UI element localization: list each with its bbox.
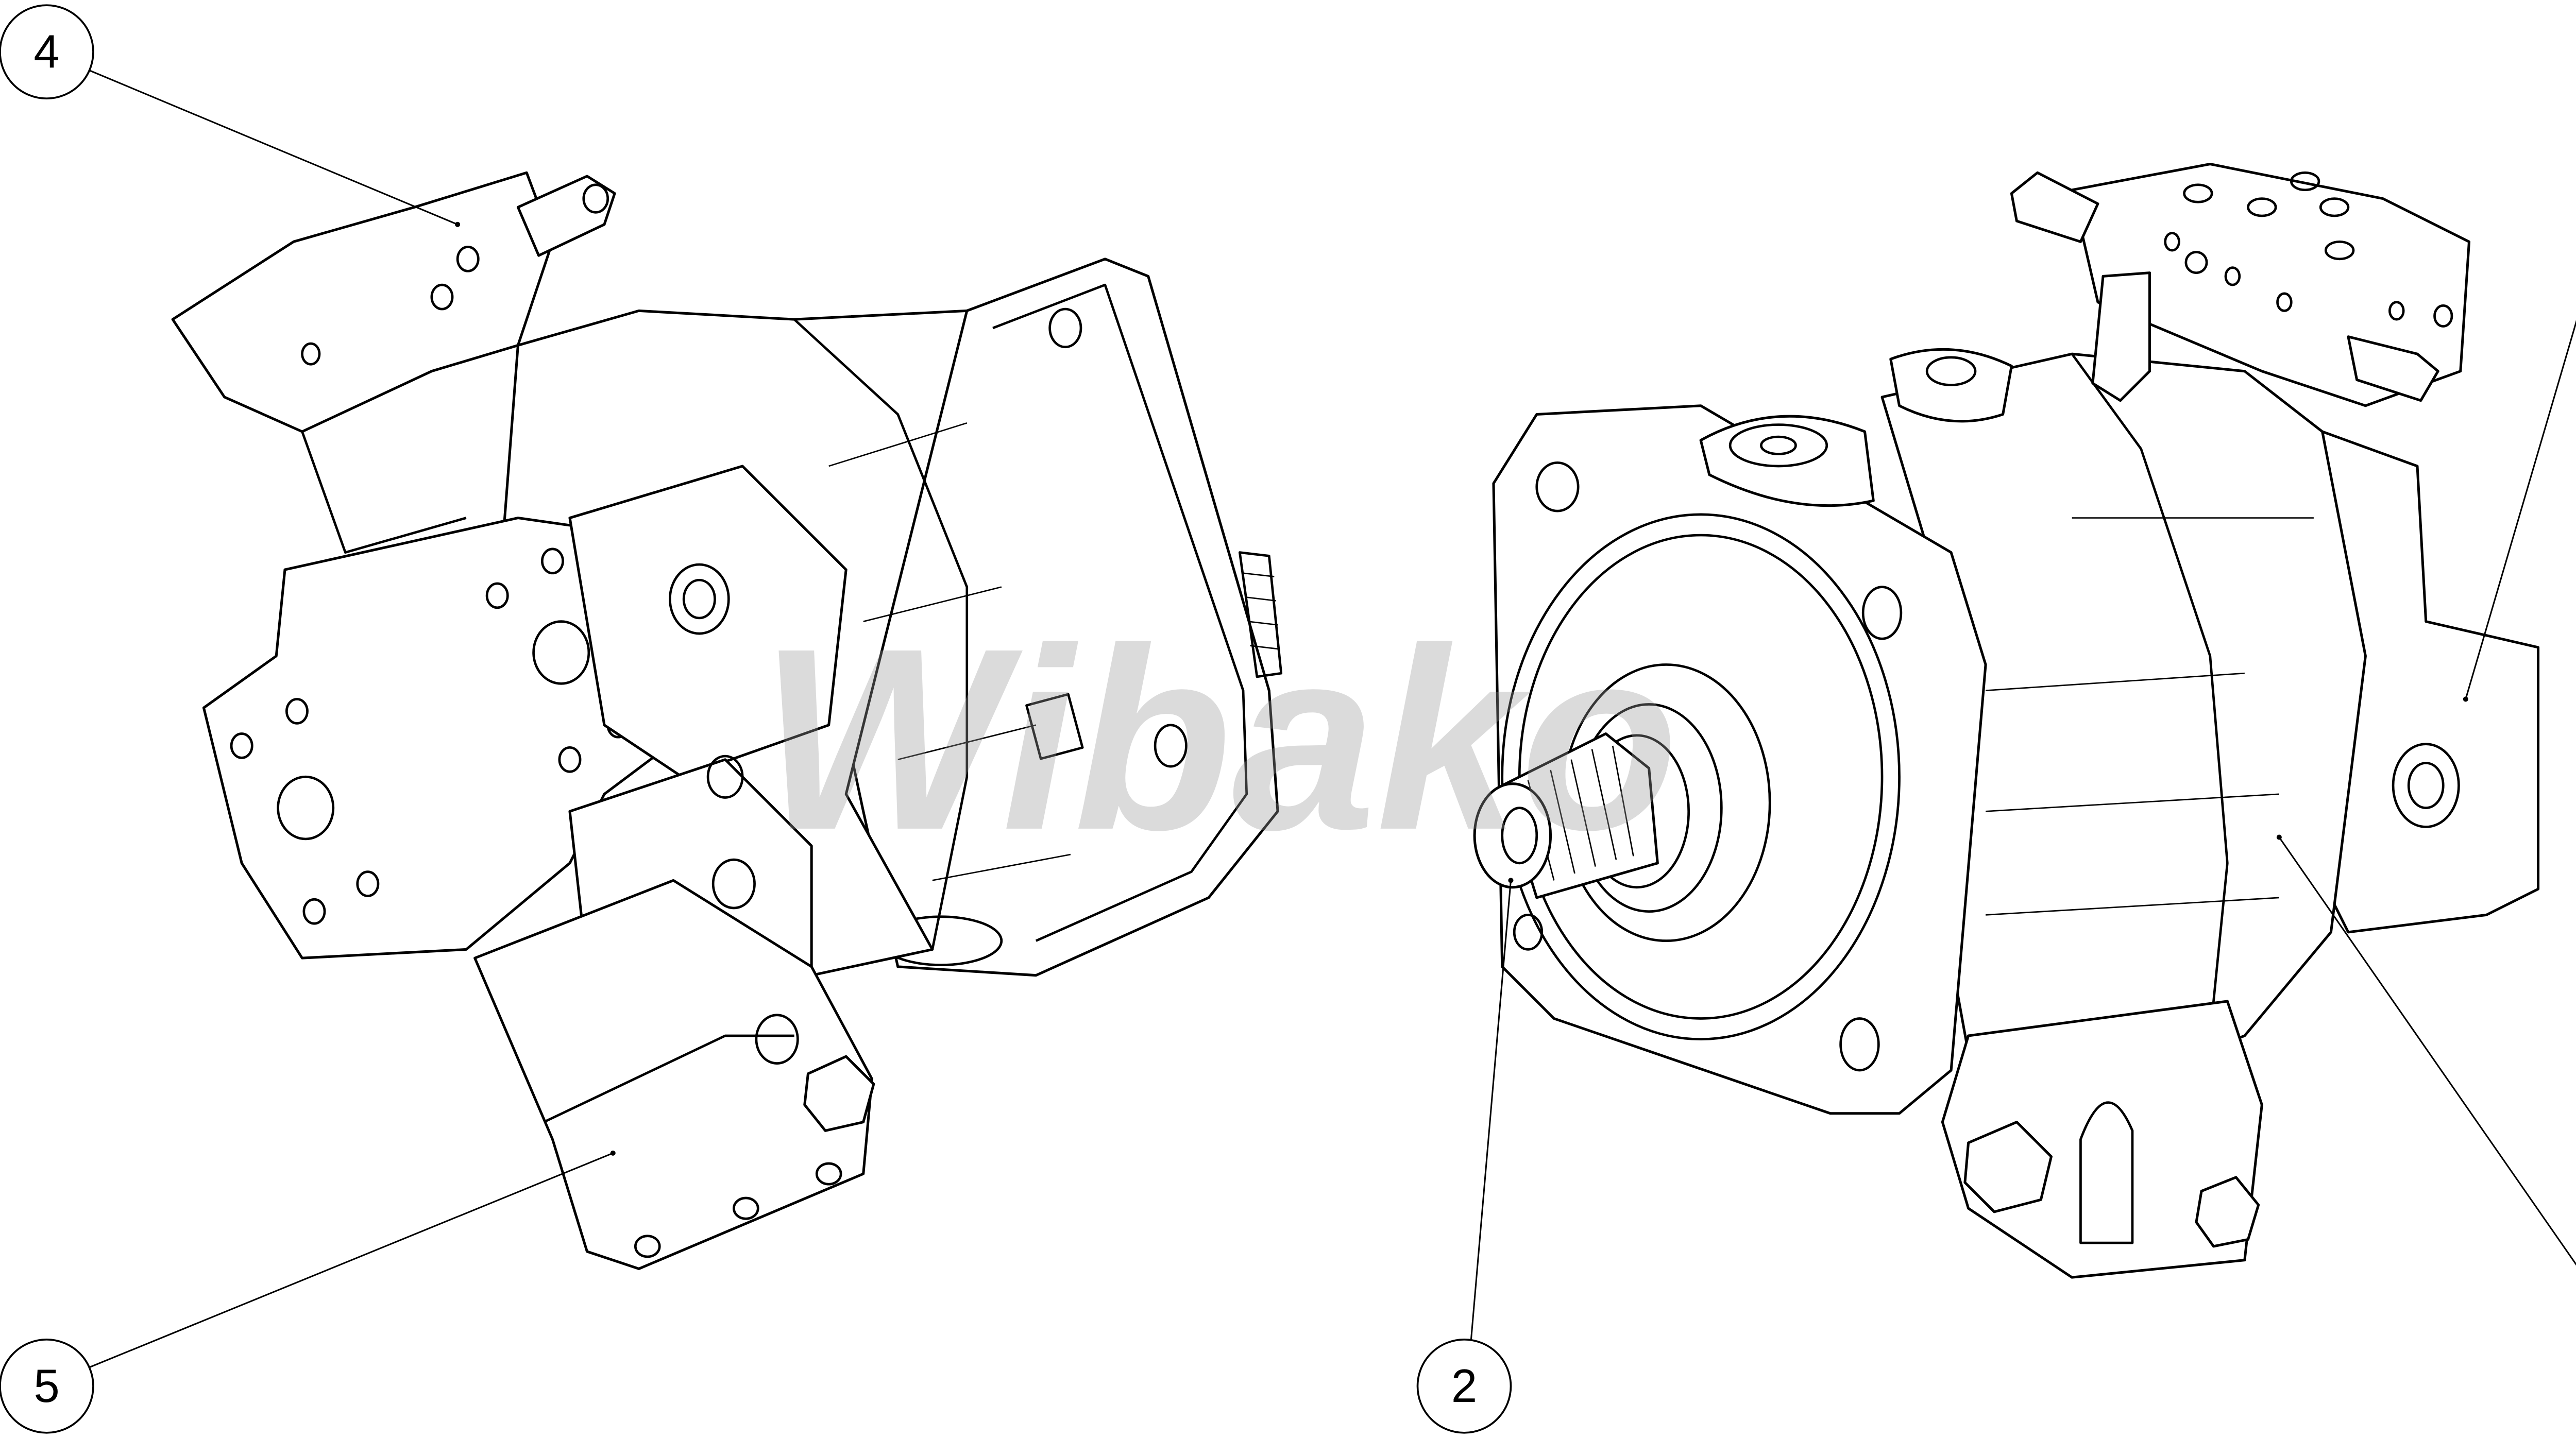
callout-4: 4 <box>0 4 94 99</box>
left-hydraulic-motor <box>171 171 1283 1270</box>
leader-dot-5 <box>610 1150 616 1156</box>
callout-5: 5 <box>0 1339 94 1434</box>
leader-line-5 <box>89 1152 614 1368</box>
leader-lines <box>86 68 2576 1368</box>
callout-label: 5 <box>33 1360 59 1412</box>
leader-line-3 <box>2465 320 2576 699</box>
callout-2: 2 <box>1416 1338 1512 1434</box>
leader-line-4 <box>86 68 458 226</box>
leader-dot-2 <box>1508 878 1514 883</box>
right-hydraulic-motor <box>1473 163 2540 1279</box>
leader-line-2 <box>1470 880 1512 1340</box>
leader-line-1 <box>2278 836 2576 1266</box>
callout-label: 4 <box>33 26 59 78</box>
leader-dot-1 <box>2276 834 2282 840</box>
leader-dot-4 <box>455 221 461 227</box>
callout-label: 2 <box>1451 1360 1477 1412</box>
leader-dot-3 <box>2463 696 2468 702</box>
